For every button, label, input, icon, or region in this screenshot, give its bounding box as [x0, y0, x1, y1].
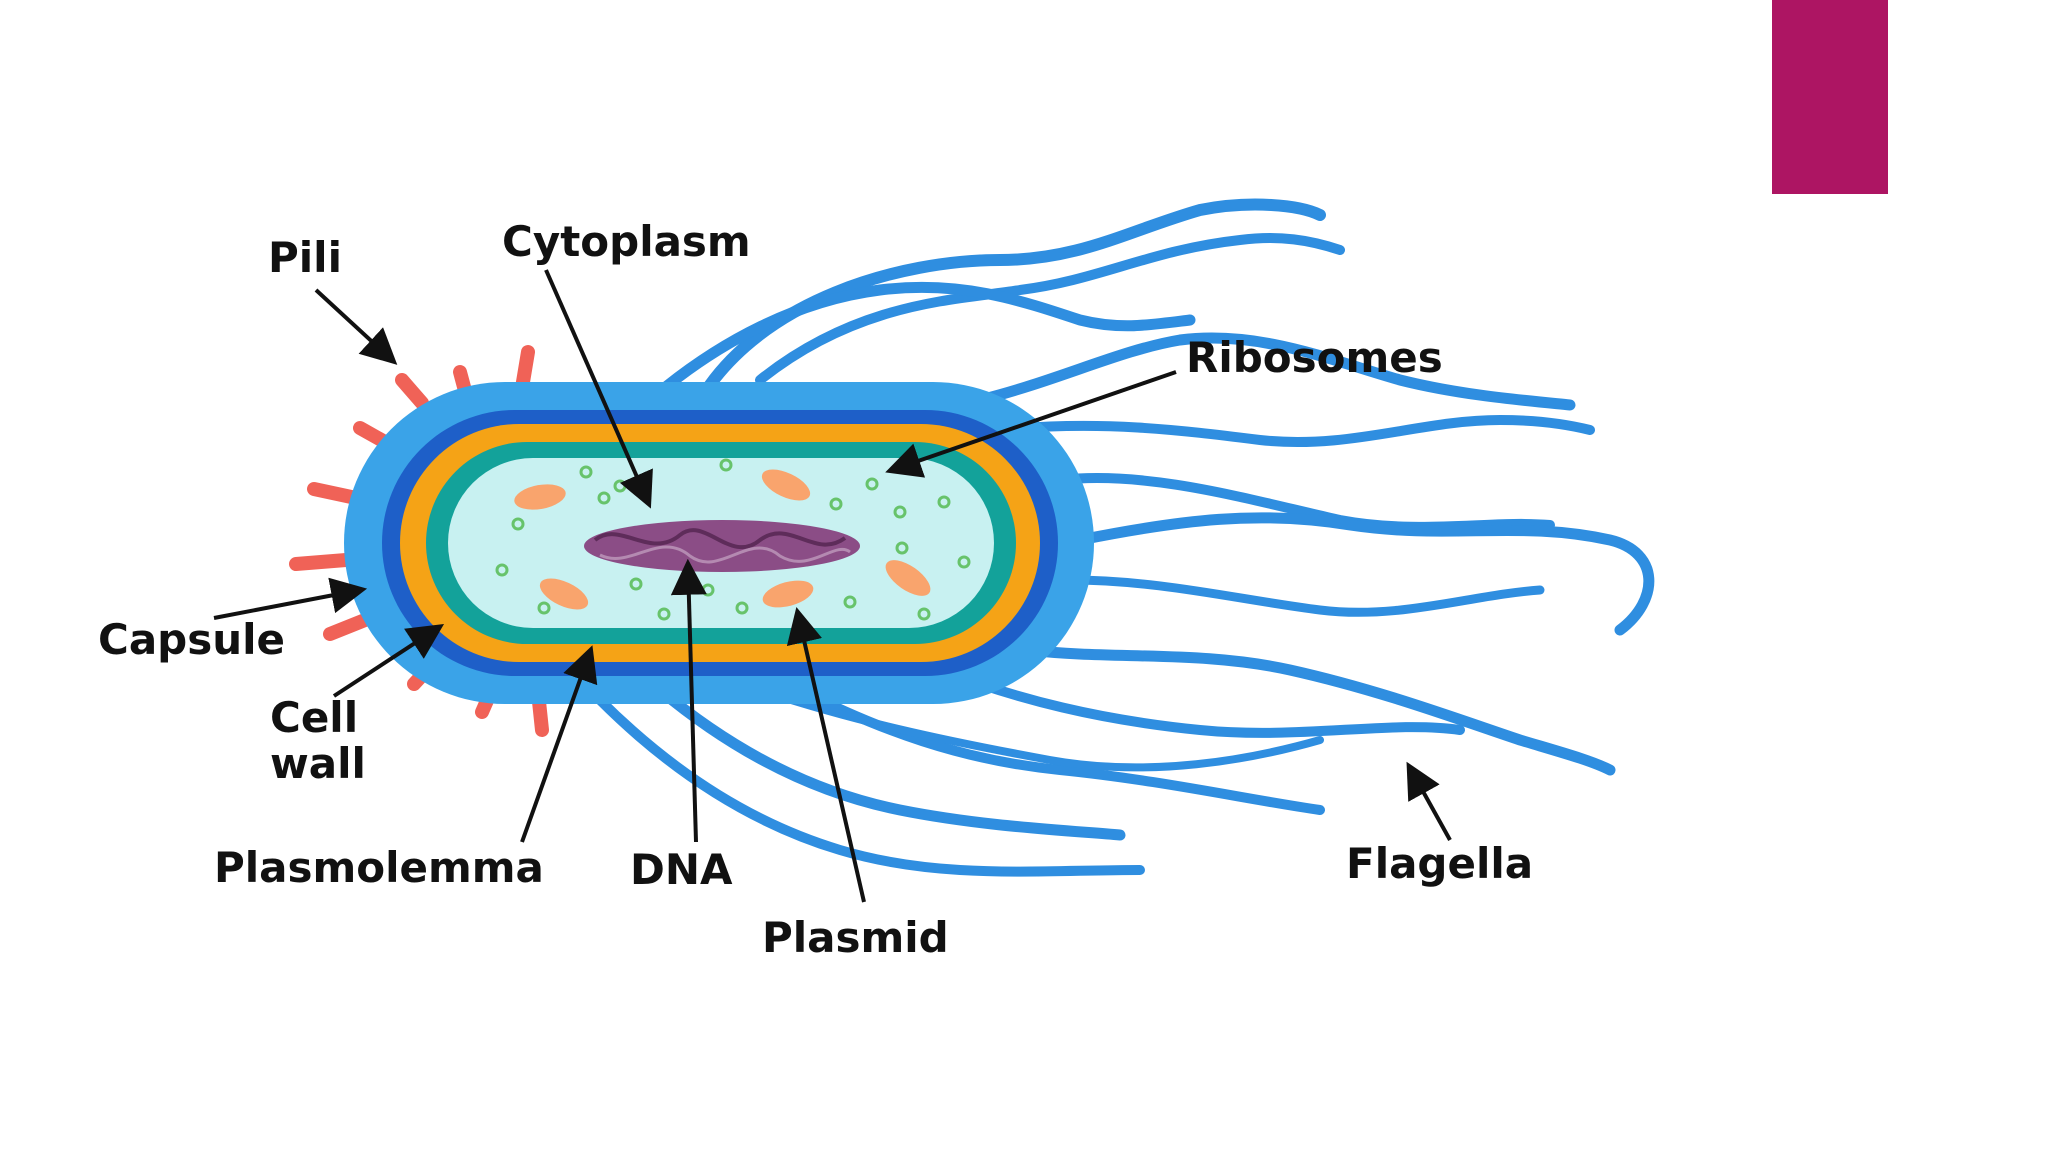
- ribosome: [597, 491, 611, 505]
- arrow-capsule: [213, 577, 368, 620]
- plasmid: [885, 560, 931, 596]
- dna-strand: [593, 528, 847, 549]
- label-capsule: Capsule: [98, 615, 285, 664]
- flagellum: [974, 332, 1576, 411]
- flagellum: [595, 695, 1145, 877]
- ribosome: [865, 477, 879, 491]
- ribosome-group: [495, 458, 971, 621]
- label-flagella: Flagella: [1346, 839, 1533, 888]
- pilus: [323, 611, 377, 641]
- dna-nucleoid: [584, 520, 860, 572]
- dna-strand: [599, 545, 851, 564]
- arrow-ribosomes: [885, 370, 1177, 478]
- ribosome: [719, 458, 733, 472]
- ribosome: [917, 607, 931, 621]
- label-cytoplasm: Cytoplasm: [502, 217, 751, 266]
- ribosome: [957, 555, 971, 569]
- plasmid: [761, 469, 811, 501]
- ribosome: [735, 601, 749, 615]
- label-pili: Pili: [268, 233, 342, 282]
- arrow-plasmolemma: [520, 645, 598, 843]
- flagella-group: [595, 198, 1655, 877]
- ribosome: [895, 541, 909, 555]
- flagellum: [1024, 644, 1616, 776]
- pilus: [289, 553, 353, 571]
- labels-group: Pili Cytoplasm Ribosomes Capsule Cell wa…: [98, 217, 1533, 962]
- ribosome: [937, 495, 951, 509]
- ribosome: [893, 505, 907, 519]
- flagellum: [935, 665, 1465, 738]
- arrow-pili: [314, 288, 398, 365]
- ribosome: [629, 577, 643, 591]
- pilus: [395, 373, 429, 410]
- arrow-dna: [670, 558, 707, 843]
- arrow-flagella: [1406, 761, 1452, 841]
- ribosome: [657, 607, 671, 621]
- label-plasmid: Plasmid: [762, 913, 949, 962]
- ribosome: [843, 595, 857, 609]
- ribosome: [511, 517, 525, 531]
- ribosome: [495, 563, 509, 577]
- ribosome: [579, 465, 593, 479]
- flagellum: [654, 684, 1126, 841]
- plasmid-group: [514, 469, 931, 610]
- flagellum: [1074, 512, 1655, 636]
- flagellum: [644, 281, 1196, 406]
- arrow-cytoplasm: [544, 269, 653, 509]
- plasmid: [539, 578, 589, 610]
- leader-arrows: [213, 269, 1452, 903]
- label-ribosomes: Ribosomes: [1186, 333, 1443, 382]
- dna-mass: [584, 520, 860, 572]
- plasmid: [514, 484, 566, 510]
- ribosome: [537, 601, 551, 615]
- ribosome: [829, 497, 843, 511]
- flagellum: [756, 686, 1324, 772]
- pilus: [307, 482, 363, 505]
- flagellum: [995, 414, 1595, 448]
- label-plasmolemma: Plasmolemma: [214, 843, 544, 892]
- arrow-plasmid: [786, 606, 866, 903]
- flagellum: [1065, 575, 1545, 617]
- label-dna: DNA: [630, 845, 733, 894]
- label-cell-wall-line2: wall: [270, 739, 366, 788]
- flagellum: [755, 233, 1345, 385]
- accent-bar: [1772, 0, 1888, 194]
- plasmid: [762, 580, 814, 608]
- label-cell-wall-line1: Cell: [270, 693, 358, 742]
- arrow-cell-wall: [332, 624, 445, 698]
